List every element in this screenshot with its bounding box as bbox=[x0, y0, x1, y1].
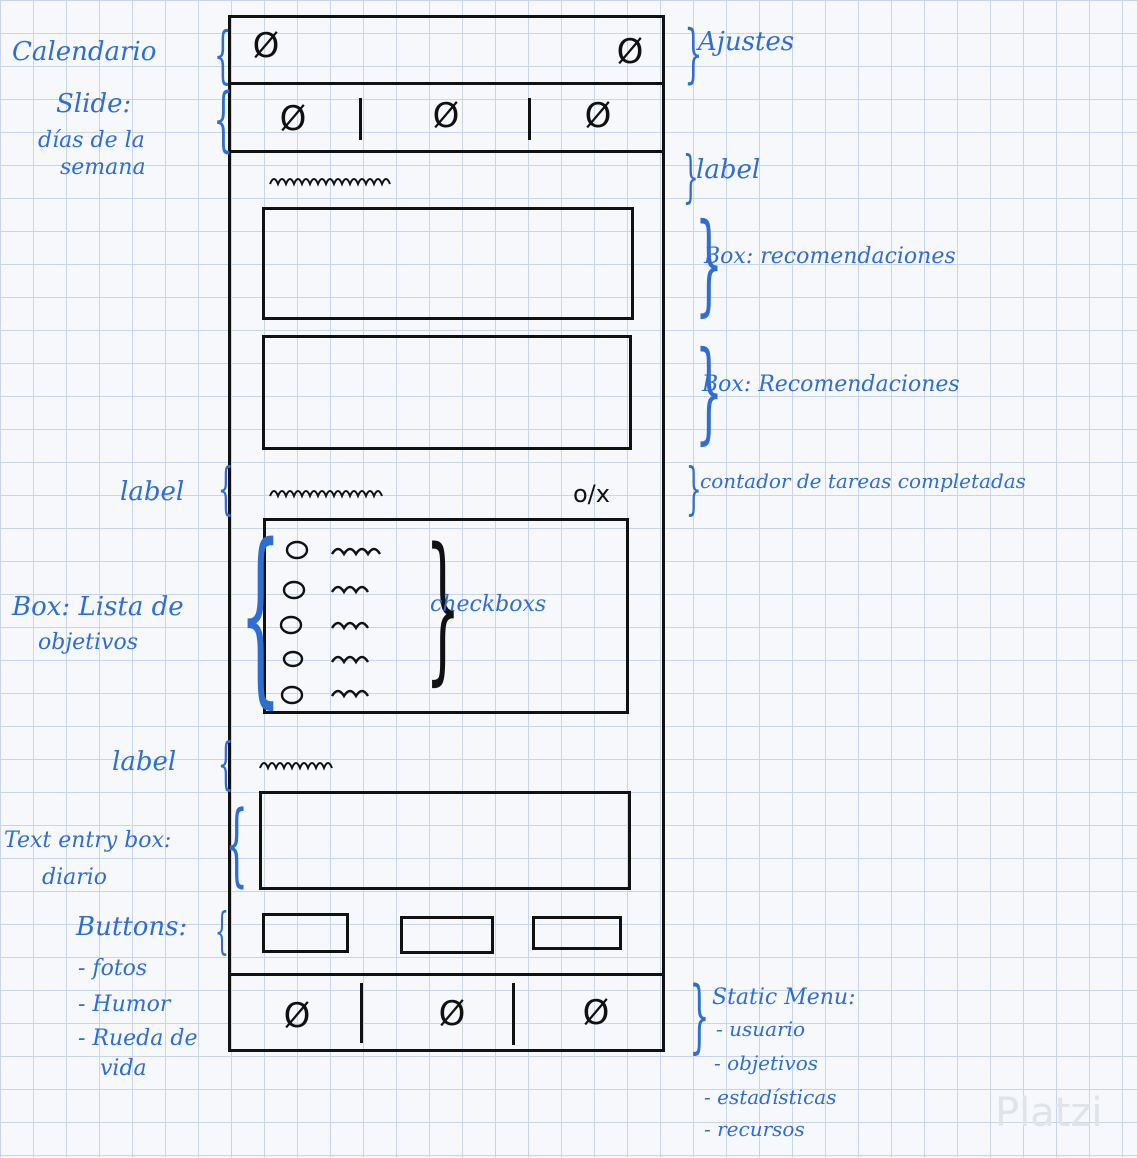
menu-divider bbox=[360, 983, 363, 1043]
annotation-menu-item: - usuario bbox=[716, 1017, 806, 1041]
brace-label-top: } bbox=[682, 145, 699, 210]
checkbox-4 bbox=[282, 650, 304, 668]
label-squiggle bbox=[259, 762, 333, 771]
annotation-menu-item: - objetivos bbox=[714, 1051, 819, 1075]
annotation-lista-1: Box: Lista de bbox=[12, 592, 184, 622]
brace-label-mid: { bbox=[217, 457, 234, 522]
checkbox-1 bbox=[285, 540, 309, 560]
life-wheel-button[interactable] bbox=[532, 916, 622, 950]
annotation-reco-2: Box: Recomendaciones bbox=[702, 372, 960, 397]
stats-menu-icon[interactable]: Ø bbox=[582, 993, 610, 1033]
menu-divider bbox=[512, 983, 515, 1045]
day-icon-3[interactable]: Ø bbox=[584, 96, 612, 136]
brace-reco-2: } bbox=[695, 327, 723, 455]
brace-textentry: { bbox=[225, 792, 249, 897]
brace-label-bottom: { bbox=[217, 732, 234, 797]
settings-icon[interactable]: Ø bbox=[616, 32, 644, 72]
header-bar bbox=[228, 15, 665, 85]
annotation-menu-item: - estadísticas bbox=[704, 1085, 837, 1109]
brace-reco-1: } bbox=[695, 199, 723, 327]
brace-slide: { bbox=[213, 78, 234, 160]
annotation-reco-1: Box: recomendaciones bbox=[704, 244, 956, 269]
annotation-buttons-item: - Rueda de bbox=[78, 1026, 198, 1051]
annotation-menu-title: Static Menu: bbox=[712, 985, 856, 1010]
photos-button[interactable] bbox=[262, 913, 349, 953]
checkbox-2 bbox=[282, 580, 306, 600]
annotation-label-mid: label bbox=[120, 477, 185, 507]
annotation-slide-3: semana bbox=[60, 155, 146, 180]
annotation-ajustes: Ajustes bbox=[698, 27, 795, 57]
bottom-menu bbox=[228, 973, 665, 1052]
slider-divider bbox=[528, 98, 531, 140]
objectives-list-box bbox=[263, 518, 629, 714]
brace-contador: } bbox=[685, 457, 702, 522]
annotation-buttons-item: vida bbox=[100, 1056, 147, 1081]
day-icon-1[interactable]: Ø bbox=[279, 99, 307, 139]
recommendations-box-2[interactable] bbox=[262, 335, 632, 450]
week-slider[interactable] bbox=[228, 82, 665, 153]
recommendations-box-1[interactable] bbox=[262, 207, 634, 320]
annotation-checkboxs: checkboxs bbox=[430, 592, 547, 617]
calendar-icon[interactable]: Ø bbox=[252, 26, 280, 66]
checkbox-brace: } bbox=[425, 513, 461, 700]
checkbox-list[interactable] bbox=[272, 532, 392, 712]
task-counter: o/x bbox=[573, 480, 610, 508]
platzi-watermark: Platzi bbox=[995, 1090, 1103, 1136]
annotation-label-bottom: label bbox=[112, 747, 177, 777]
brace-ajustes: } bbox=[684, 17, 703, 91]
annotation-buttons-item: - fotos bbox=[78, 956, 148, 981]
annotation-menu-item: - recursos bbox=[704, 1117, 805, 1141]
day-icon-2[interactable]: Ø bbox=[432, 96, 460, 136]
mood-button[interactable] bbox=[400, 916, 494, 954]
annotation-slide-2: días de la bbox=[38, 128, 145, 153]
annotation-contador: contador de tareas completadas bbox=[700, 469, 1026, 493]
brace-buttons: { bbox=[214, 902, 230, 960]
annotation-buttons-item: - Humor bbox=[78, 992, 171, 1017]
user-menu-icon[interactable]: Ø bbox=[283, 996, 311, 1036]
slider-divider bbox=[359, 98, 362, 140]
annotation-slide-1: Slide: bbox=[56, 89, 132, 119]
brace-calendar: { bbox=[213, 18, 232, 91]
annotation-label-top: label bbox=[696, 155, 761, 185]
brace-menu: } bbox=[689, 969, 710, 1062]
journal-text-entry[interactable] bbox=[259, 791, 631, 890]
annotation-buttons-title: Buttons: bbox=[76, 912, 188, 942]
annotation-textentry-2: diario bbox=[42, 865, 108, 890]
label-squiggle bbox=[269, 490, 383, 499]
label-squiggle bbox=[269, 178, 391, 187]
checkbox-3 bbox=[279, 615, 303, 635]
brace-list: { bbox=[239, 504, 282, 725]
checkbox-5 bbox=[280, 685, 304, 705]
annotation-textentry-1: Text entry box: bbox=[4, 828, 172, 853]
objectives-menu-icon[interactable]: Ø bbox=[438, 994, 466, 1034]
annotation-lista-2: objetivos bbox=[38, 630, 139, 655]
annotation-calendario: Calendario bbox=[12, 37, 157, 67]
